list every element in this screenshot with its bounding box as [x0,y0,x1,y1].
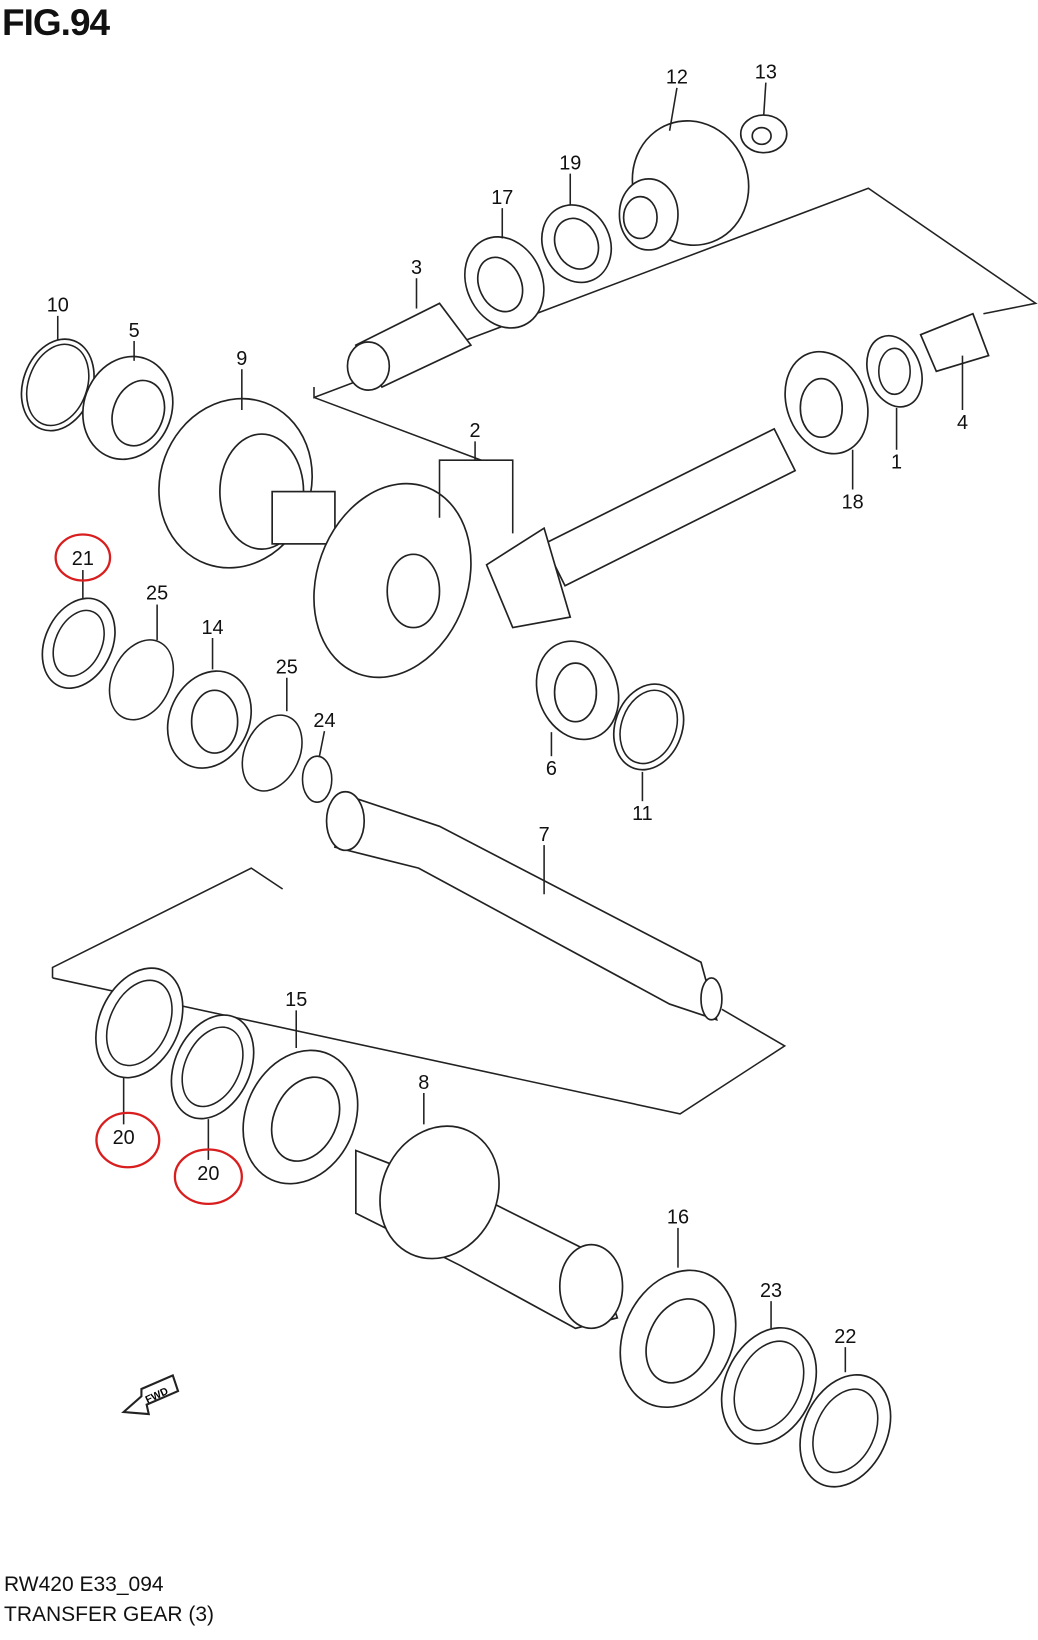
callout-25[interactable]: 25 [276,657,298,679]
leader-lines [56,82,964,1373]
part-snap-ring-25a[interactable] [97,630,185,731]
callout-19[interactable]: 19 [559,152,581,174]
part-bearing-17[interactable] [450,224,558,341]
part-gear-9[interactable] [135,377,336,590]
part-shaft-7[interactable] [325,790,723,1022]
callout-22[interactable]: 22 [834,1326,856,1348]
callout-14[interactable]: 14 [201,617,223,639]
fwd-arrow-icon: FWD [121,1373,180,1416]
part-seal-23[interactable] [704,1312,835,1459]
callout-25[interactable]: 25 [146,582,168,604]
callout-12[interactable]: 12 [666,67,688,89]
part-flange-12[interactable] [615,104,766,261]
part-gear-shaft-8[interactable] [354,1106,624,1330]
part-seal-20a[interactable] [79,954,200,1092]
part-bearing-18[interactable] [771,340,881,465]
highlight-circle-20a [95,1111,161,1169]
group-outline-line [313,396,482,461]
part-seal-21[interactable] [28,586,128,700]
callout-8[interactable]: 8 [418,1072,429,1094]
callout-17[interactable]: 17 [491,187,513,209]
callout-20[interactable]: 20 [197,1163,219,1185]
part-bearing-6[interactable] [523,630,632,752]
callout-5[interactable]: 5 [129,320,140,342]
callout-9[interactable]: 9 [236,348,247,370]
callout-16[interactable]: 16 [667,1207,689,1229]
highlight-circle-21 [54,533,112,582]
callout-11[interactable]: 11 [632,803,653,825]
callout-1[interactable]: 1 [891,452,902,474]
callout-21[interactable]: 21 [72,548,94,570]
part-bearing-16[interactable] [599,1251,758,1426]
highlight-circle-20b [173,1148,243,1206]
part-ring-24[interactable] [301,755,333,804]
diagram-code: RW420 E33_094 [4,1573,164,1596]
callout-4[interactable]: 4 [957,412,968,434]
part-bearing-15[interactable] [222,1031,379,1202]
callout-20[interactable]: 20 [113,1127,135,1149]
figure-title: FIG.94 [2,2,110,43]
callout-23[interactable]: 23 [760,1280,782,1302]
diagram-name: TRANSFER GEAR (3) [4,1603,215,1626]
callout-3[interactable]: 3 [411,257,422,279]
part-bearing-14[interactable] [152,657,266,782]
callout-18[interactable]: 18 [842,491,864,513]
part-hub-4[interactable] [919,312,990,373]
part-sleeve-3[interactable] [346,302,473,391]
part-ring-11[interactable] [602,674,695,779]
part-seal-20b[interactable] [155,1002,269,1132]
part-seal-22[interactable] [783,1360,908,1502]
part-snap-ring-25b[interactable] [231,706,314,801]
callout-7[interactable]: 7 [539,824,550,846]
diagram-footer: RW420 E33_094 TRANSFER GEAR (3) [4,1570,214,1630]
group-outline-lower [51,867,284,978]
part-bearing-5[interactable] [69,344,187,472]
callout-2[interactable]: 2 [470,420,481,442]
part-seal-1[interactable] [857,328,931,415]
callout-15[interactable]: 15 [285,989,307,1011]
part-nut-13[interactable] [739,114,788,154]
callout-6[interactable]: 6 [546,758,557,780]
callout-24[interactable]: 24 [313,710,335,732]
part-seal-19[interactable] [529,194,623,294]
group-outline-upper [313,187,1038,399]
callout-10[interactable]: 10 [47,295,69,317]
part-pinion-shaft-2[interactable] [288,427,797,700]
callout-13[interactable]: 13 [755,61,777,83]
group-outline-lower-edge [52,977,787,1115]
